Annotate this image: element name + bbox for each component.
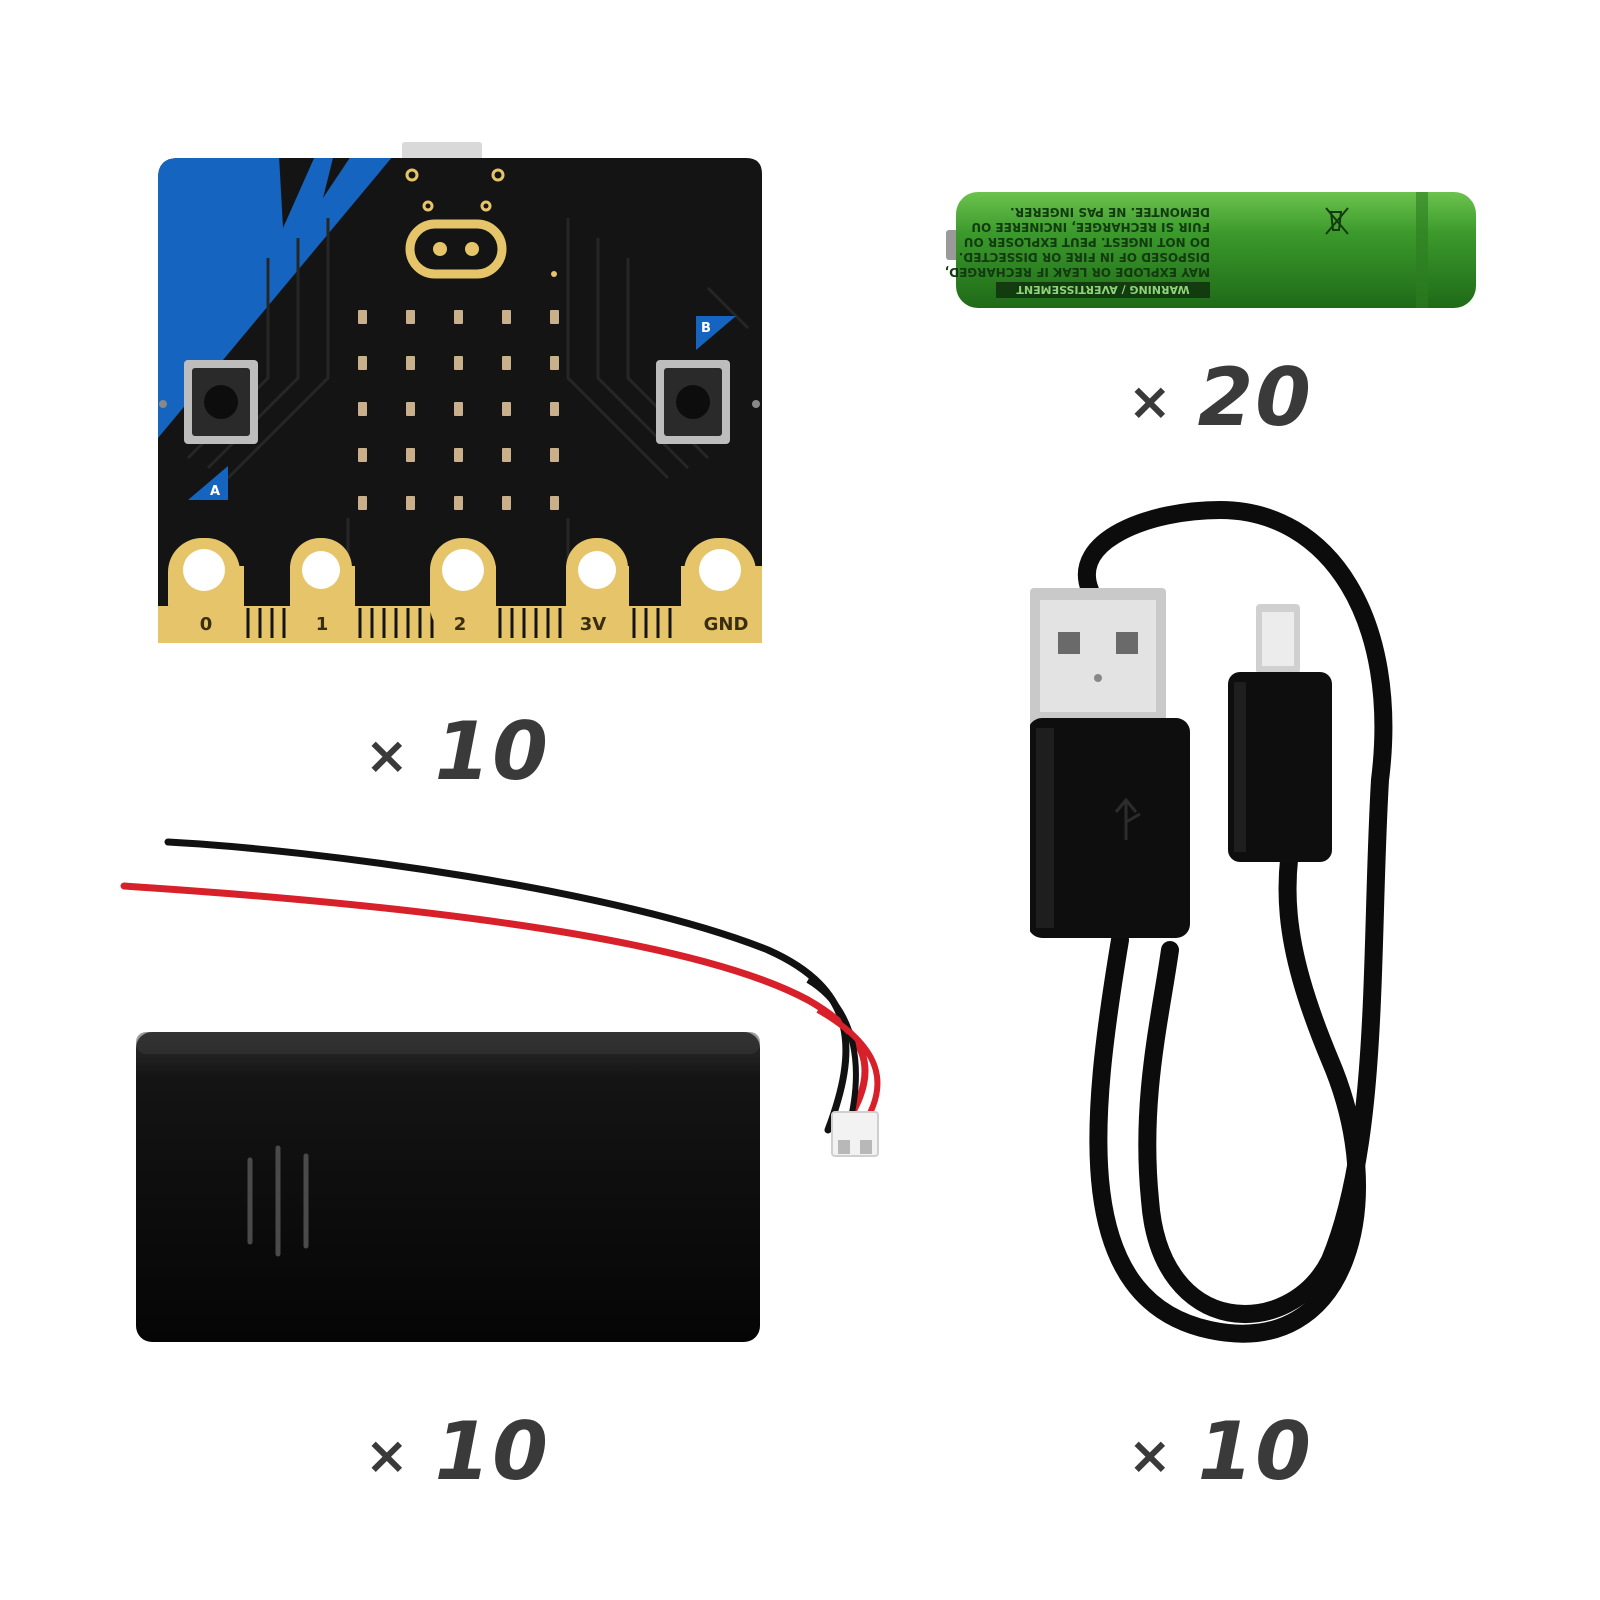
quantity-number: 10	[434, 1405, 550, 1498]
battery-warning-line: DEMONTEE. NE PAS INGERER.	[1010, 205, 1210, 219]
button-b-label: B	[701, 321, 711, 336]
quantity-number: 10	[434, 705, 550, 798]
cable-quantity: ×10	[1128, 1412, 1313, 1492]
quantity-number: 10	[1197, 1405, 1313, 1498]
holder-quantity: ×10	[365, 1412, 550, 1492]
usb-cable	[1030, 500, 1440, 1380]
battery-warning-line: DISPOSED OF IN FIRE OR DISSECTED.	[959, 250, 1210, 264]
battery-warning-line: FUIR SI RECHARGEE, INCINEREE OU	[971, 220, 1210, 234]
microbit-quantity: ×10	[365, 712, 550, 792]
battery-warning-line: MAY EXPLODE OR LEAK IF RECHARGED,	[946, 265, 1210, 279]
battery-quantity: ×20	[1128, 358, 1313, 438]
button-a	[184, 360, 258, 444]
pin-label-0: 0	[200, 614, 213, 635]
times-sign: ×	[365, 726, 409, 786]
pin-label-2: 2	[454, 614, 467, 635]
button-a-label: A	[210, 484, 220, 499]
pin-label-3v: 3V	[580, 614, 607, 635]
battery-warning-line: DO NOT INGEST. PEUT EXPLOSER OU	[964, 235, 1210, 249]
times-sign: ×	[365, 1426, 409, 1486]
battery-warning-header: WARNING / AVERTISSEMENT	[1016, 283, 1190, 296]
microbit-board: A B 0 1 2 3V GND	[148, 138, 780, 668]
aaa-battery: WARNING / AVERTISSEMENT MAY EXPLODE OR L…	[946, 184, 1486, 316]
pin-label-1: 1	[316, 614, 329, 635]
quantity-number: 20	[1197, 351, 1313, 444]
battery-holder	[118, 830, 918, 1370]
usb-symbol-icon	[1114, 797, 1141, 840]
times-sign: ×	[1128, 372, 1172, 432]
pin-label-gnd: GND	[704, 614, 749, 635]
times-sign: ×	[1128, 1426, 1172, 1486]
recycle-bin-icon	[1325, 207, 1349, 235]
button-b	[656, 360, 730, 444]
